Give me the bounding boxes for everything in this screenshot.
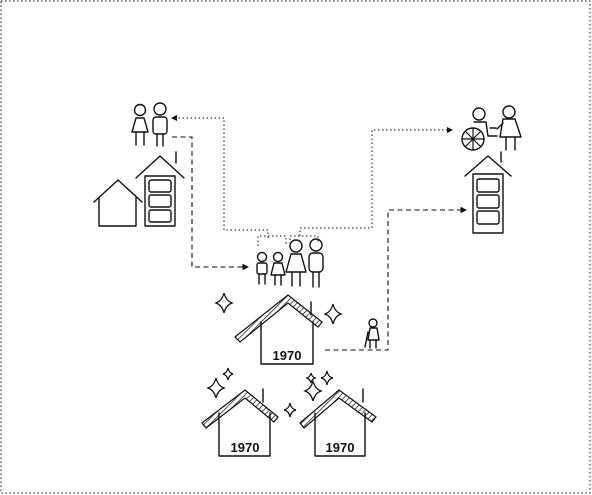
house-year-label: 1970 xyxy=(326,440,355,455)
tall-storage-house-icon xyxy=(135,151,185,227)
family-bracket xyxy=(257,235,319,246)
small-house-icon xyxy=(93,179,143,227)
connector-family-to-couple xyxy=(171,115,269,238)
bottom-left-house: 1970 xyxy=(201,388,279,457)
connector-couple-to-family xyxy=(172,136,250,271)
bottom-right-house: 1970 xyxy=(299,388,377,457)
elderly-person-icon xyxy=(364,318,380,349)
sparkle-icon xyxy=(303,380,323,402)
sparkle-icon xyxy=(206,377,226,399)
sparkle-icon xyxy=(320,370,334,386)
tall-storage-house-icon xyxy=(464,151,512,234)
sparkle-icon xyxy=(305,372,317,384)
house-year-label: 1970 xyxy=(231,440,260,455)
connector-family-to-elderly xyxy=(299,127,453,236)
sparkle-icon xyxy=(222,367,234,381)
family-icon xyxy=(256,238,324,288)
center-house: 1970 xyxy=(234,294,323,365)
sparkle-icon xyxy=(283,402,297,418)
couple-icon xyxy=(131,102,168,147)
sparkle-icon xyxy=(323,303,343,325)
sparkle-icon xyxy=(214,292,234,314)
house-year-label: 1970 xyxy=(273,348,302,363)
elderly-care-icon xyxy=(461,105,522,151)
connector-house-to-elderly-home xyxy=(325,206,468,351)
